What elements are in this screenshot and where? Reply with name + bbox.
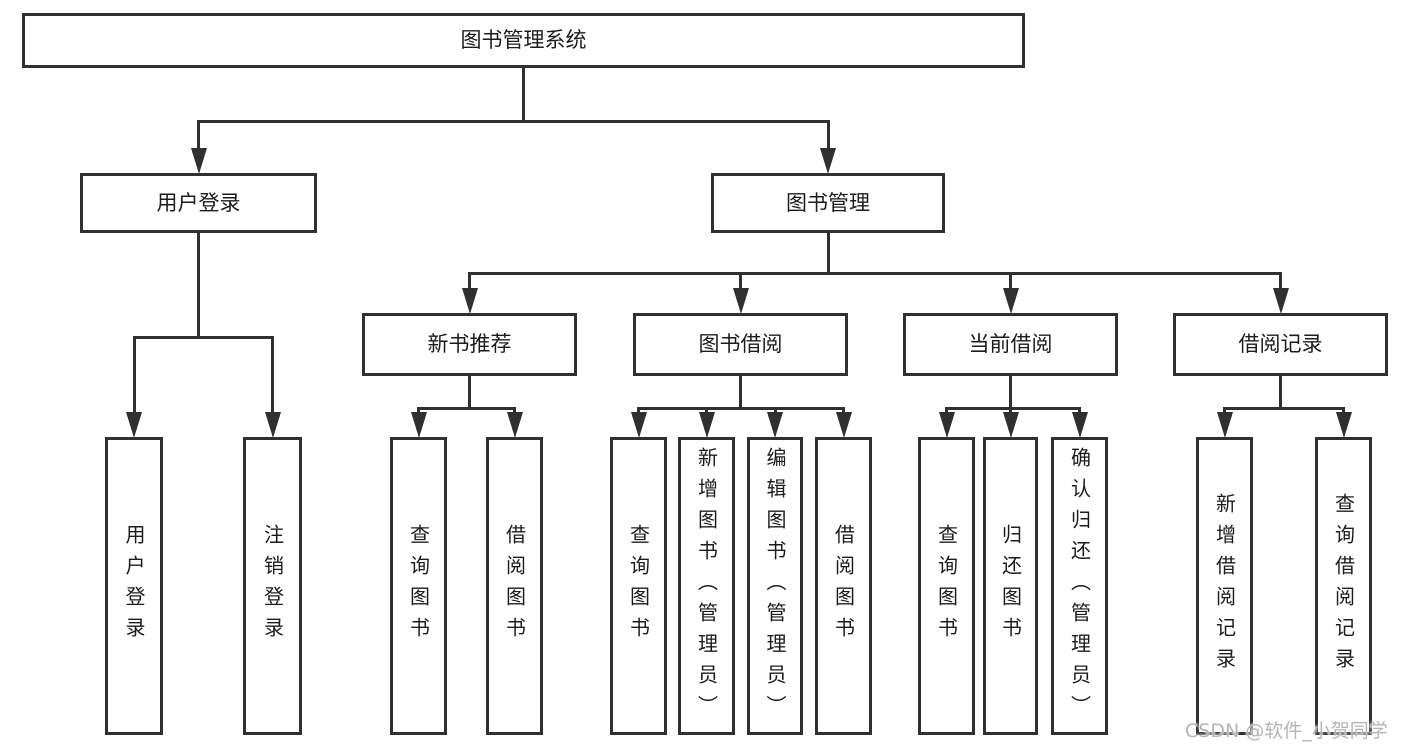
arrowhead-icon-borrow-books-borrowing xyxy=(835,412,852,438)
edge-rail-new-book-recommend xyxy=(417,407,516,410)
edge-drop-borrowing-records xyxy=(1279,275,1282,288)
arrowhead-icon-borrowing-records xyxy=(1272,288,1289,314)
node-book-borrowing: 图书借阅 xyxy=(633,313,848,376)
node-user-login-action: 用户登录 xyxy=(105,437,163,735)
edge-drop-new-book-recommend xyxy=(468,275,471,288)
arrowhead-icon-query-books-recommend xyxy=(410,412,427,438)
node-query-books-borrowing: 查询图书 xyxy=(610,437,667,735)
arrowhead-icon-confirm-return-admin xyxy=(1071,412,1088,438)
edge-drop-add-books-admin xyxy=(705,410,708,412)
node-book-management: 图书管理 xyxy=(711,173,945,233)
node-label-book-borrowing: 图书借阅 xyxy=(698,332,783,356)
arrowhead-icon-user-login-action xyxy=(126,412,142,438)
node-query-books-recommend: 查询图书 xyxy=(390,437,447,735)
edge-stem-book-management xyxy=(826,233,830,272)
arrowhead-icon-user-login xyxy=(190,148,207,174)
arrowhead-icon-edit-books-admin xyxy=(767,412,783,438)
arrowhead-icon-query-books-borrowing xyxy=(630,412,647,438)
node-label-edit-books-admin: 编辑图书（管理员） xyxy=(763,446,787,726)
edge-rail-book-management xyxy=(468,272,1282,275)
node-add-books-admin: 新增图书（管理员） xyxy=(678,437,735,735)
arrowhead-icon-borrow-books-recommend xyxy=(506,412,523,438)
edge-drop-edit-books-admin xyxy=(773,410,777,412)
arrowhead-icon-add-borrow-record xyxy=(1216,412,1233,438)
node-label-add-books-admin: 新增图书（管理员） xyxy=(694,446,719,726)
edge-stem-root xyxy=(522,68,525,120)
edge-stem-user-login xyxy=(197,233,200,336)
node-current-borrowing: 当前借阅 xyxy=(903,313,1118,376)
node-label-user-login: 用户登录 xyxy=(156,190,241,215)
node-label-root: 图书管理系统 xyxy=(460,28,587,52)
edge-rail-current-borrowing xyxy=(945,407,1081,410)
edge-drop-query-books-borrowing xyxy=(637,410,640,412)
node-label-confirm-return-admin: 确认归还（管理员） xyxy=(1067,446,1092,726)
node-confirm-return-admin: 确认归还（管理员） xyxy=(1051,437,1108,735)
node-label-return-books: 归还图书 xyxy=(998,524,1023,648)
node-label-user-login-action: 用户登录 xyxy=(122,524,146,648)
node-label-borrow-books-borrowing: 借阅图书 xyxy=(831,524,856,648)
edge-drop-query-books-current xyxy=(945,410,948,412)
edge-drop-book-borrowing xyxy=(739,275,742,288)
watermark: CSDN @软件_小贺同学 xyxy=(1185,720,1388,742)
arrowhead-icon-book-borrowing xyxy=(732,288,749,314)
node-label-borrow-books-recommend: 借阅图书 xyxy=(502,524,527,648)
edge-drop-confirm-return-admin xyxy=(1078,410,1081,412)
edge-drop-current-borrowing xyxy=(1009,275,1012,288)
arrowhead-icon-query-books-current xyxy=(938,412,955,438)
arrowhead-icon-logout-action xyxy=(264,412,281,438)
node-query-borrow-record: 查询借阅记录 xyxy=(1315,437,1372,735)
node-label-logout-action: 注销登录 xyxy=(260,524,285,648)
edge-stem-new-book-recommend xyxy=(468,376,471,407)
node-borrow-books-borrowing: 借阅图书 xyxy=(815,437,872,735)
node-label-add-borrow-record: 新增借阅记录 xyxy=(1212,493,1237,679)
node-new-book-recommend: 新书推荐 xyxy=(362,313,577,376)
node-query-books-current: 查询图书 xyxy=(918,437,975,735)
edge-drop-return-books xyxy=(1009,410,1012,412)
arrowhead-icon-query-borrow-record xyxy=(1335,412,1352,438)
node-edit-books-admin: 编辑图书（管理员） xyxy=(747,437,803,735)
edge-drop-user-login xyxy=(197,123,200,148)
edge-rail-root xyxy=(197,120,830,123)
node-user-login: 用户登录 xyxy=(80,173,317,233)
node-label-query-books-recommend: 查询图书 xyxy=(406,524,431,648)
arrowhead-icon-current-borrowing xyxy=(1002,288,1019,314)
node-logout-action: 注销登录 xyxy=(243,437,302,735)
node-add-borrow-record: 新增借阅记录 xyxy=(1196,437,1253,735)
edge-drop-query-books-recommend xyxy=(417,410,420,412)
node-label-query-books-current: 查询图书 xyxy=(934,524,959,648)
node-label-query-books-borrowing: 查询图书 xyxy=(626,524,651,648)
edge-rail-book-borrowing xyxy=(637,407,845,410)
node-label-current-borrowing: 当前借阅 xyxy=(968,332,1053,356)
node-borrowing-records: 借阅记录 xyxy=(1173,313,1388,376)
edge-rail-user-login xyxy=(132,336,274,339)
arrowhead-icon-book-management xyxy=(820,148,836,174)
edge-stem-book-borrowing xyxy=(739,376,742,407)
edge-drop-add-borrow-record xyxy=(1223,410,1226,412)
node-label-query-borrow-record: 查询借阅记录 xyxy=(1331,493,1356,679)
node-root: 图书管理系统 xyxy=(22,13,1025,68)
edge-rail-borrowing-records xyxy=(1223,407,1345,410)
edge-drop-query-borrow-record xyxy=(1342,410,1345,412)
node-label-borrowing-records: 借阅记录 xyxy=(1238,332,1323,356)
edge-drop-logout-action xyxy=(271,339,274,412)
node-return-books: 归还图书 xyxy=(983,437,1038,735)
edge-drop-user-login-action xyxy=(132,339,136,412)
arrowhead-icon-new-book-recommend xyxy=(461,288,478,314)
edge-drop-book-management xyxy=(826,123,830,148)
node-label-new-book-recommend: 新书推荐 xyxy=(427,332,512,356)
node-label-book-management: 图书管理 xyxy=(786,190,870,215)
edge-drop-borrow-books-recommend xyxy=(513,410,516,412)
edge-stem-borrowing-records xyxy=(1279,376,1282,407)
arrowhead-icon-add-books-admin xyxy=(698,412,715,438)
node-borrow-books-recommend: 借阅图书 xyxy=(486,437,543,735)
edge-drop-borrow-books-borrowing xyxy=(842,410,845,412)
arrowhead-icon-return-books xyxy=(1002,412,1019,438)
edge-stem-current-borrowing xyxy=(1009,376,1012,407)
